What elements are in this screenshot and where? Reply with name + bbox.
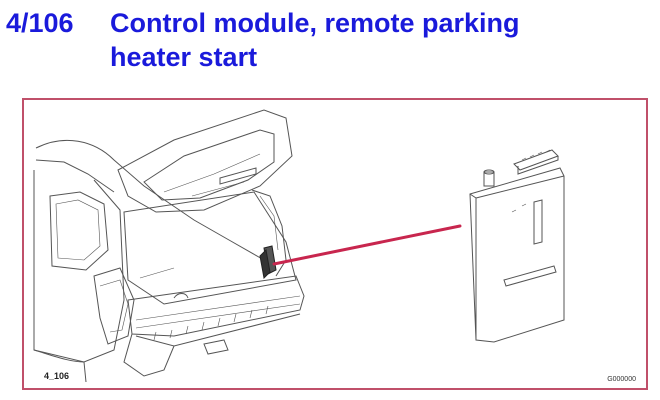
- car-rear-icon: [33, 109, 305, 383]
- figure-frame: 4_106 G000000: [22, 98, 648, 390]
- page-title-line-1: Control module, remote parking: [110, 8, 520, 38]
- mount-location-marker: [259, 245, 277, 280]
- section-number: 4/106: [6, 8, 74, 38]
- page-title-line-2: heater start: [110, 42, 258, 72]
- figure-illustration: [33, 109, 565, 383]
- page-heading: 4/106 Control module, remote parking hea…: [0, 0, 660, 90]
- figure-image-code: G000000: [607, 376, 636, 383]
- page-title: Control module, remote parking heater st…: [110, 6, 650, 74]
- pointer-line: [272, 224, 462, 266]
- control-module-icon: [469, 149, 565, 343]
- figure-reference-label: 4_106: [44, 371, 70, 381]
